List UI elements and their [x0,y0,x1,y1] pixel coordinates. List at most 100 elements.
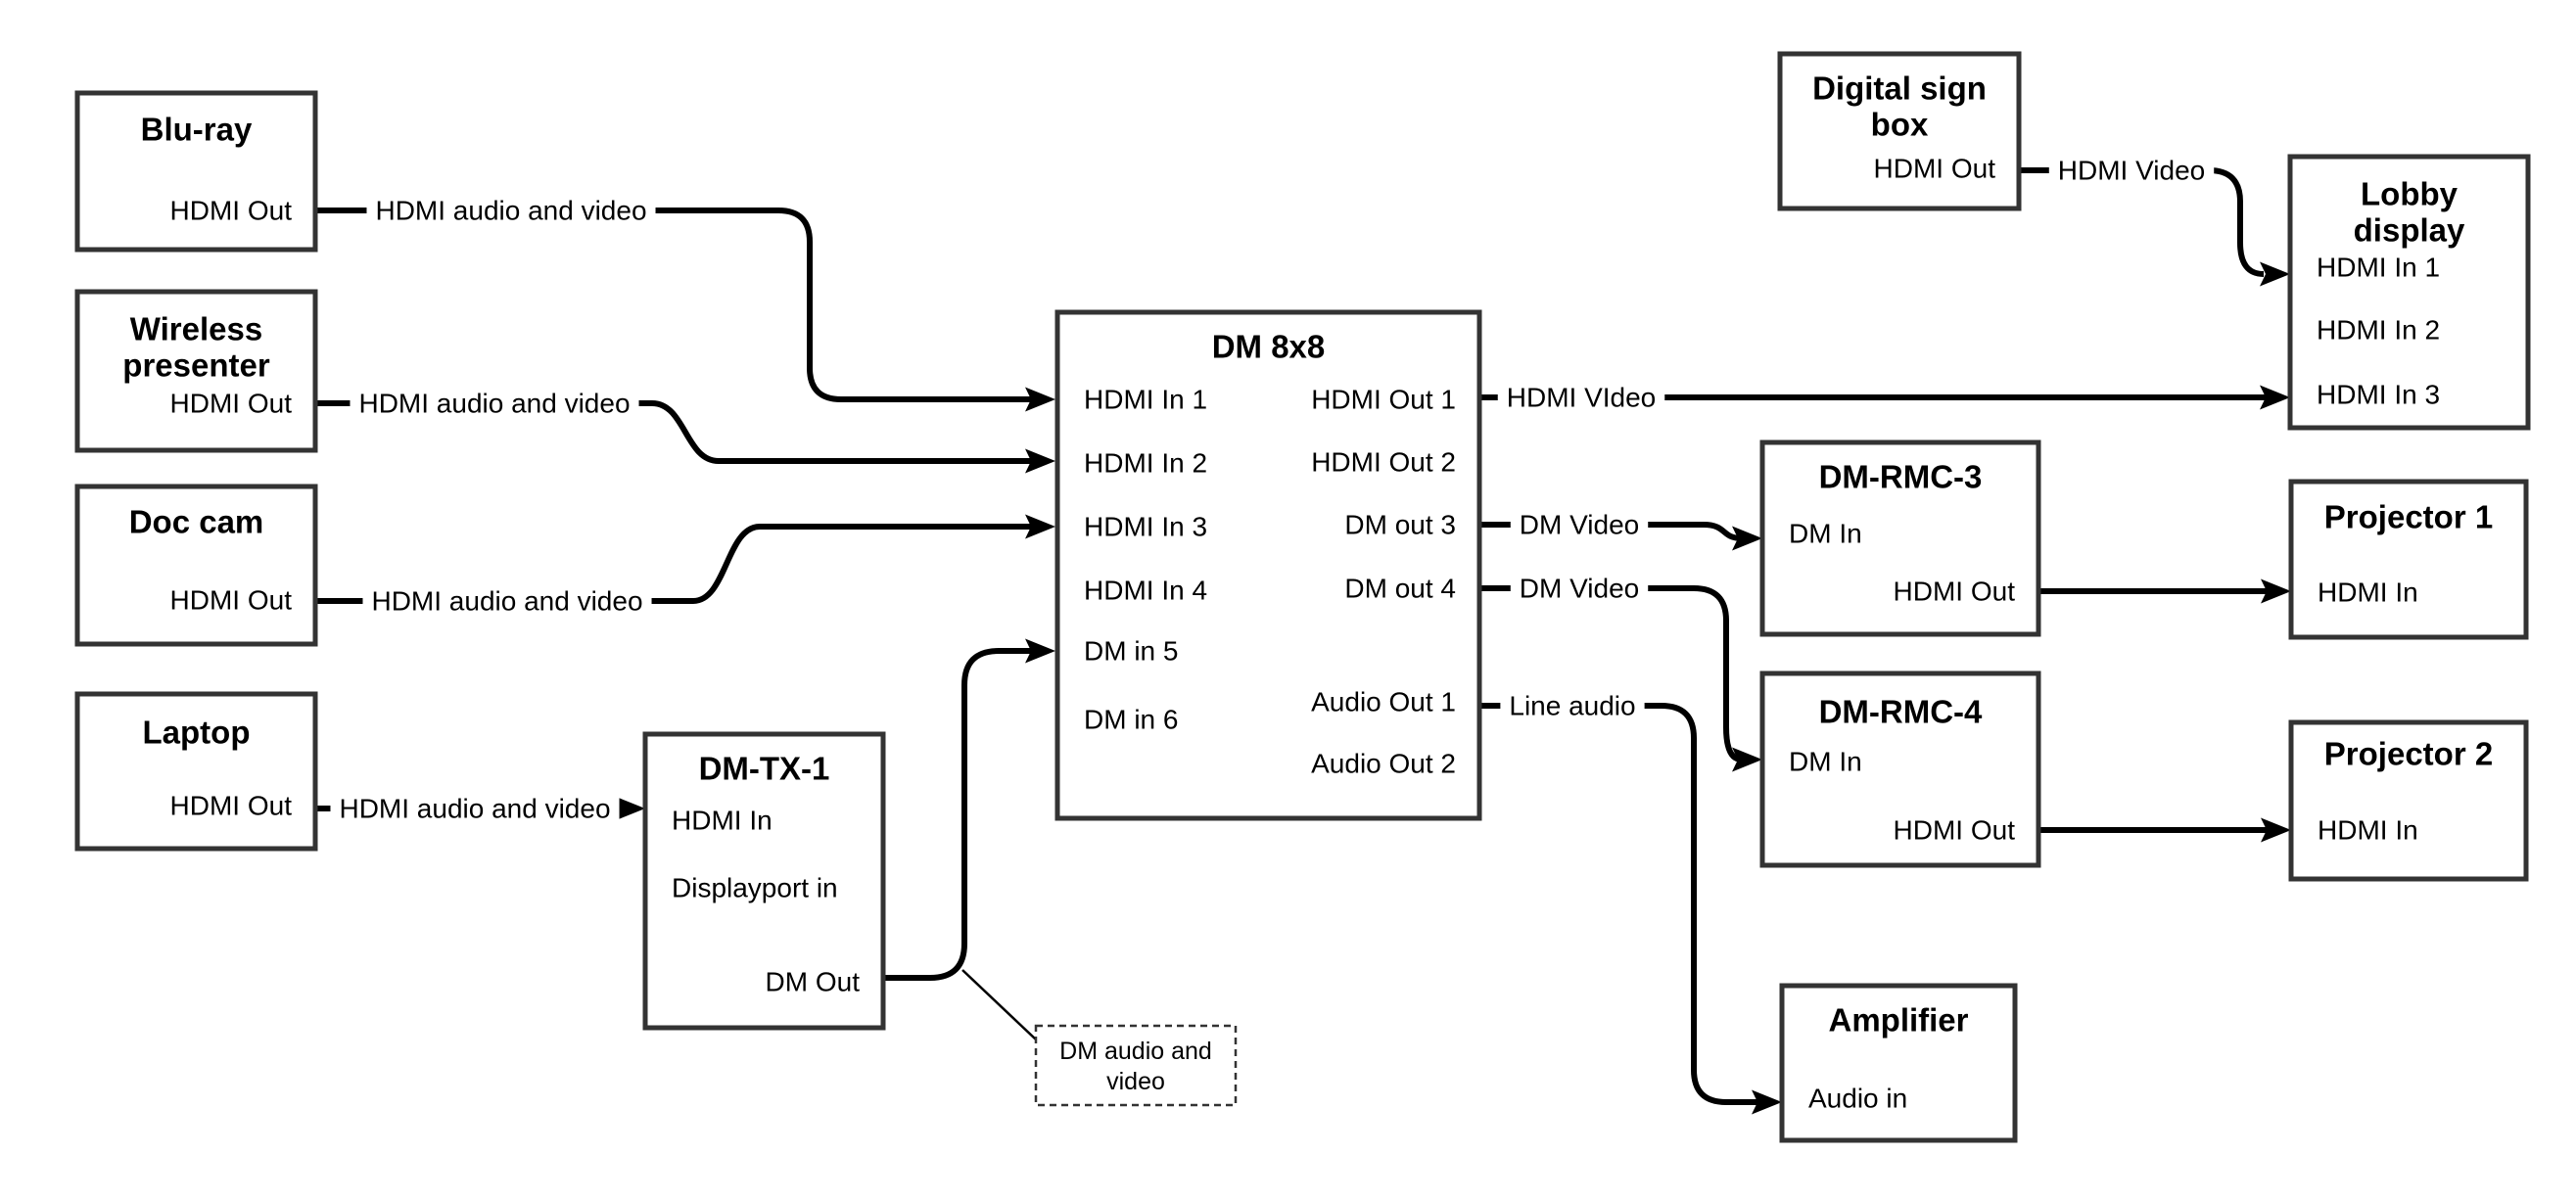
wire-label-laptop-to-dmtx1: HDMI audio and video [330,791,620,826]
wire-dm-out-4-to-rmc4 [1479,585,1743,762]
node-dm-rmc-4[interactable]: DM-RMC-4 DM In HDMI Out [1759,670,2041,868]
dm-8x8-box[interactable] [1054,309,1482,821]
wire-label-doccam-to-hdmi-in-3: HDMI audio and video [362,583,652,619]
wire-wireless-to-hdmi-in-2 [315,400,1034,464]
laptop-box[interactable] [74,691,318,852]
wire-label-signbox-to-lobby: HDMI Video [2048,153,2215,188]
wire-label-mask [1500,688,1645,723]
wire-label-hdmi-out-1-to-lobby: HDMI VIdeo [1497,380,1665,415]
projector-1-port-hdmi-in: HDMI In [2318,577,2418,608]
dm-8x8-port-hdmi-in-1: HDMI In 1 [1084,385,1207,415]
dm-8x8-port-dm-in-5: DM in 5 [1084,636,1178,667]
wire-dm-out-3-to-rmc3 [1479,522,1743,541]
bluray-title: Blu-ray [141,112,253,148]
dm-8x8-port-hdmi-out-1: HDMI Out 1 [1311,385,1456,415]
lobby-display-title: display [2354,212,2465,249]
wire-label-text: HDMI VIdeo [1507,383,1657,413]
amplifier-title: Amplifier [1828,1002,1968,1039]
amplifier-box[interactable] [1779,983,2018,1143]
dm-tx-1-box[interactable] [642,731,886,1031]
dm-rmc-3-port-dm-in: DM In [1789,519,1862,549]
wire-label-mask [2048,153,2215,188]
wire-label-text: HDMI Video [2058,156,2205,186]
dm-tx-1-port-displayport-in: Displayport in [672,873,838,903]
wireless-presenter-port-hdmi-out: HDMI Out [170,389,293,419]
bluray-box[interactable] [74,90,318,253]
dm-rmc-4-port-dm-in: DM In [1789,747,1862,777]
wire-label-audio-out-1-to-amplifier: Line audio [1500,688,1645,723]
wireless-presenter-box[interactable] [74,289,318,453]
dm-8x8-port-dm-in-6: DM in 6 [1084,705,1178,735]
wireless-presenter-title: presenter [122,347,270,384]
dm-8x8-port-audio-out-2: Audio Out 2 [1311,749,1456,779]
doc-cam-box[interactable] [74,484,318,647]
wire-dmtx1-to-dm-in-5 [883,648,1034,981]
wire-label-dm-out-3-to-rmc3: DM Video [1510,507,1649,542]
arrowhead-icon [1752,1089,1782,1115]
projector-2-port-hdmi-in: HDMI In [2318,815,2418,846]
callout-text: DM audio and [1059,1038,1212,1065]
callout-dm-audio-and-video-note: DM audio and video [961,969,1238,1107]
wire-label-mask [366,193,656,228]
digital-sign-box-box[interactable] [1777,51,2022,211]
arrowhead-icon [2261,578,2291,604]
dm-rmc-3-port-hdmi-out: HDMI Out [1894,577,2016,607]
wire-label-mask [1497,380,1665,415]
wireless-presenter-title: Wireless [130,311,262,347]
node-projector-2[interactable]: Projector 2 HDMI In [2288,719,2529,882]
dm-8x8-port-hdmi-in-4: HDMI In 4 [1084,576,1207,606]
arrowhead-icon [1025,514,1055,539]
lobby-display-port-hdmi-in-3: HDMI In 3 [2317,380,2440,410]
wire-signbox-to-lobby [2019,167,2265,277]
wire-doccam-to-hdmi-in-3 [315,524,1034,604]
dm-8x8-port-hdmi-out-2: HDMI Out 2 [1311,447,1456,478]
wire-label-mask [1510,571,1649,606]
wire-label-text: Line audio [1509,691,1635,721]
dm-tx-1-port-dm-out: DM Out [766,967,861,997]
dm-rmc-3-title: DM-RMC-3 [1819,459,1983,495]
digital-sign-box-title: Digital sign [1812,70,1987,107]
dm-tx-1-title: DM-TX-1 [699,751,830,787]
dm-8x8-port-audio-out-1: Audio Out 1 [1311,687,1456,717]
amplifier-port-audio-in: Audio in [1808,1084,1907,1114]
wire-label-dm-out-4-to-rmc4: DM Video [1510,571,1649,606]
dm-rmc-3-box[interactable] [1759,439,2041,637]
dm-8x8-port-hdmi-in-3: HDMI In 3 [1084,512,1207,542]
dm-8x8-port-dm-out-3: DM out 3 [1344,510,1456,540]
node-dm-rmc-3[interactable]: DM-RMC-3 DM In HDMI Out [1759,439,2041,637]
dm-rmc-4-port-hdmi-out: HDMI Out [1894,815,2016,846]
dm-8x8-port-hdmi-in-2: HDMI In 2 [1084,448,1207,479]
bluray-port-hdmi-out: HDMI Out [170,196,293,226]
callout-leader-line [961,969,1037,1040]
lobby-display-box[interactable] [2287,154,2531,431]
wire-audio-out-1-to-amplifier [1479,703,1759,1105]
dm-rmc-4-box[interactable] [1759,670,2041,868]
arrowhead-icon [1732,526,1762,551]
lobby-display-title: Lobby [2361,176,2459,212]
dm-rmc-4-title: DM-RMC-4 [1819,694,1983,730]
projector-2-box[interactable] [2288,719,2529,882]
wire-label-text: HDMI audio and video [339,794,610,824]
wire-label-wireless-to-hdmi-in-2: HDMI audio and video [350,386,639,421]
projector-1-box[interactable] [2288,479,2529,640]
projector-2-title: Projector 2 [2324,736,2493,772]
arrowhead-icon [2260,385,2290,410]
wire-label-bluray-to-hdmi-in-1: HDMI audio and video [366,193,656,228]
wire-bluray-to-hdmi-in-1 [315,208,1034,402]
arrowhead-icon [1732,747,1762,772]
digital-sign-box-title: box [1871,107,1929,143]
wire-label-text: HDMI audio and video [375,196,646,226]
callout-box [1034,1024,1238,1107]
callout-text: video [1106,1068,1165,1095]
